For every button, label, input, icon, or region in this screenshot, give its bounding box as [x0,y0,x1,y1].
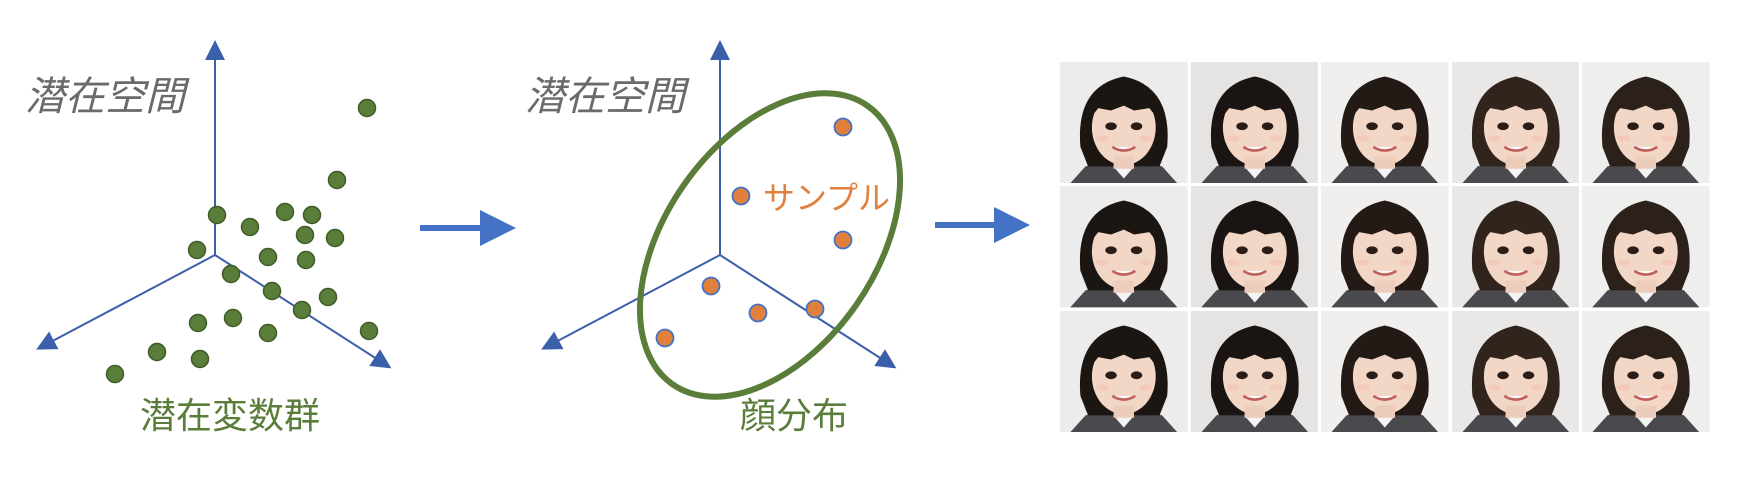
distribution-axes [541,40,897,369]
dist-axis-right [719,254,897,369]
generated-face [1321,186,1449,308]
generated-face [1451,310,1580,432]
latent-point [296,250,316,270]
face-distribution-ellipse [636,90,904,400]
latent-points [105,98,379,384]
generated-face [1060,310,1188,432]
generated-face [1451,186,1580,308]
distribution-caption: 顔分布 [740,396,848,437]
latent-point [240,217,260,237]
latent-point [223,308,243,328]
latent-point [258,247,278,267]
latent-point [188,313,208,333]
latent-point [292,300,312,320]
sample-point [731,186,751,206]
generated-face [1060,186,1188,308]
sample-point [833,230,853,250]
latent-space-title: 潜在空間 [25,74,190,120]
latent-point [262,281,282,301]
generated-face [1190,310,1319,432]
sample-label: サンプル [763,179,890,217]
latent-point [275,202,295,222]
generated-face [1582,62,1710,184]
latent-caption: 潜在変数群 [140,396,320,437]
latent-point [359,321,379,341]
latent-point [302,205,322,225]
sample-points [655,117,853,348]
latent-point [318,287,338,307]
generated-face [1451,62,1580,184]
distribution-space-title: 潜在空間 [525,74,690,120]
generated-face [1190,62,1319,184]
sample-point [805,299,825,319]
generated-face [1190,186,1319,308]
generated-face [1321,62,1449,184]
latent-point [187,240,207,260]
sample-point [701,276,721,296]
latent-point [105,364,125,384]
sample-point [748,303,768,323]
latent-point [258,323,278,343]
generated-face [1582,186,1710,308]
generated-face-grid [1060,62,1710,432]
latent-point [357,98,377,118]
latent-point [295,225,315,245]
dist-axis-left [541,254,721,350]
sample-point [655,328,675,348]
latent-point [325,228,345,248]
latent-point [207,205,227,225]
latent-point [190,349,210,369]
generated-face [1321,310,1449,432]
generated-face [1582,310,1710,432]
latent-point [147,342,167,362]
sample-point [833,117,853,137]
latent-axis-left [36,254,216,350]
latent-point [327,170,347,190]
generated-face [1060,62,1188,184]
latent-point [221,264,241,284]
